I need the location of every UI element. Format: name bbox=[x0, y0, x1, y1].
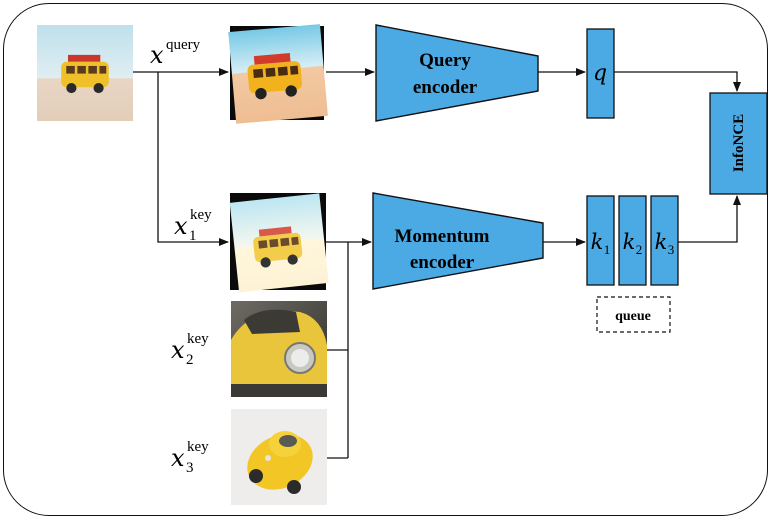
k2-subscript: 2 bbox=[636, 242, 643, 257]
rounded-frame bbox=[3, 3, 768, 516]
key1-crop-image bbox=[229, 193, 329, 293]
key2-car-image bbox=[231, 301, 327, 397]
x2-subscript: 2 bbox=[186, 352, 194, 368]
x2-key-superscript: key bbox=[187, 331, 209, 347]
k2-box bbox=[618, 195, 647, 286]
k1-label: k bbox=[591, 230, 604, 254]
query-encoder-line1: Query bbox=[419, 50, 471, 71]
x1-key-superscript: key bbox=[190, 207, 212, 223]
x-query-superscript: query bbox=[166, 37, 201, 53]
q-label: q bbox=[593, 61, 607, 86]
x2-key-label: x bbox=[171, 336, 185, 364]
k3-subscript: 3 bbox=[668, 242, 675, 257]
infonce-label: InfoNCE bbox=[731, 114, 747, 172]
k3-box bbox=[650, 195, 679, 286]
momentum-encoder bbox=[372, 192, 544, 290]
k2-label: k bbox=[623, 230, 636, 254]
source-bus-image bbox=[37, 25, 133, 121]
queue-label: queue bbox=[615, 309, 651, 324]
queue-box bbox=[596, 296, 671, 333]
x3-key-label: x bbox=[171, 444, 185, 472]
k3-label: k bbox=[655, 230, 668, 254]
x-query-label: x bbox=[150, 41, 164, 69]
query-encoder-line2: encoder bbox=[413, 77, 478, 98]
key3-toycar-image bbox=[231, 409, 327, 505]
momentum-encoder-line1: Momentum bbox=[395, 226, 490, 247]
x1-subscript: 1 bbox=[189, 228, 197, 244]
connectors bbox=[133, 68, 741, 459]
query-crop-image bbox=[228, 24, 328, 124]
x1-key-label: x bbox=[174, 212, 188, 240]
query-encoder bbox=[375, 24, 539, 122]
infonce-box bbox=[709, 92, 768, 195]
momentum-encoder-line2: encoder bbox=[410, 252, 475, 273]
q-box bbox=[586, 28, 615, 119]
x3-subscript: 3 bbox=[186, 460, 194, 476]
k1-box bbox=[586, 195, 615, 286]
k1-subscript: 1 bbox=[604, 242, 611, 257]
x3-key-superscript: key bbox=[187, 439, 209, 455]
